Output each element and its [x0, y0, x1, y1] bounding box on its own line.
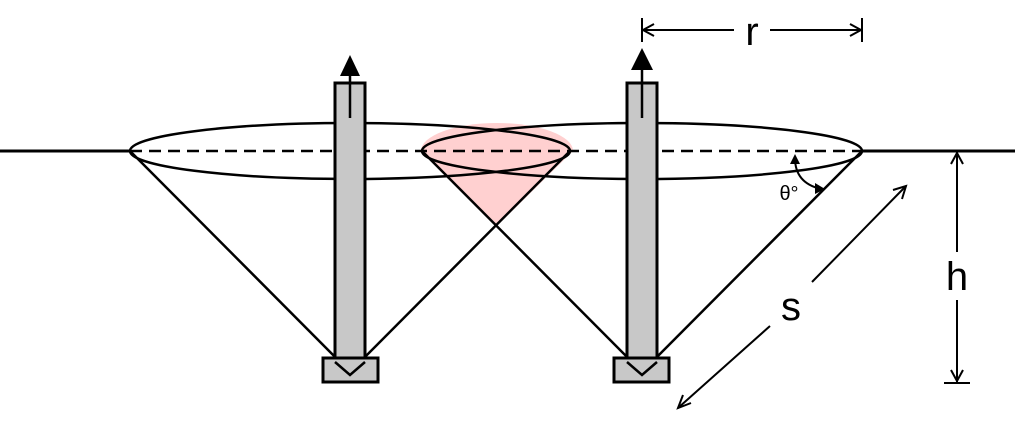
slant-dimension: s: [676, 184, 908, 410]
left-anchor: [321, 55, 380, 384]
radius-label: r: [745, 10, 758, 54]
right-anchor-wedge: [626, 361, 658, 377]
height-arrowhead-top: [950, 150, 964, 165]
height-label: h: [946, 255, 968, 299]
right-anchor-rod: [625, 81, 659, 363]
radius-dimension: r: [640, 10, 864, 54]
slant-arrowhead-lower: [676, 394, 692, 410]
height-dimension: h: [944, 150, 970, 384]
left-cone-side-right: [349, 150, 571, 373]
right-anchor: [612, 48, 671, 384]
left-cone-side-left: [129, 150, 351, 373]
right-cone-side-right: [641, 150, 863, 373]
right-pull-arrow-head: [631, 48, 653, 70]
height-arrowhead-bottom: [950, 369, 964, 384]
theta-angle-marker: θ°: [779, 154, 825, 205]
slant-label: s: [781, 285, 801, 329]
radius-arrowhead-left: [640, 23, 655, 37]
slant-arrowhead-upper: [892, 184, 908, 200]
right-anchor-base: [612, 356, 671, 384]
theta-label: θ°: [779, 183, 798, 205]
left-anchor-wedge: [334, 361, 366, 377]
slant-line-upper: [811, 185, 907, 283]
left-pull-arrow-head: [340, 55, 360, 76]
left-anchor-base: [321, 356, 380, 384]
radius-arrowhead-right: [849, 23, 864, 37]
overlap-region: [421, 123, 573, 226]
theta-arrowhead-bottom: [815, 183, 825, 194]
left-anchor-rod: [333, 81, 367, 363]
slant-line-lower: [677, 325, 771, 409]
theta-arrowhead-top: [790, 154, 800, 164]
right-cone-side-left: [421, 150, 643, 373]
